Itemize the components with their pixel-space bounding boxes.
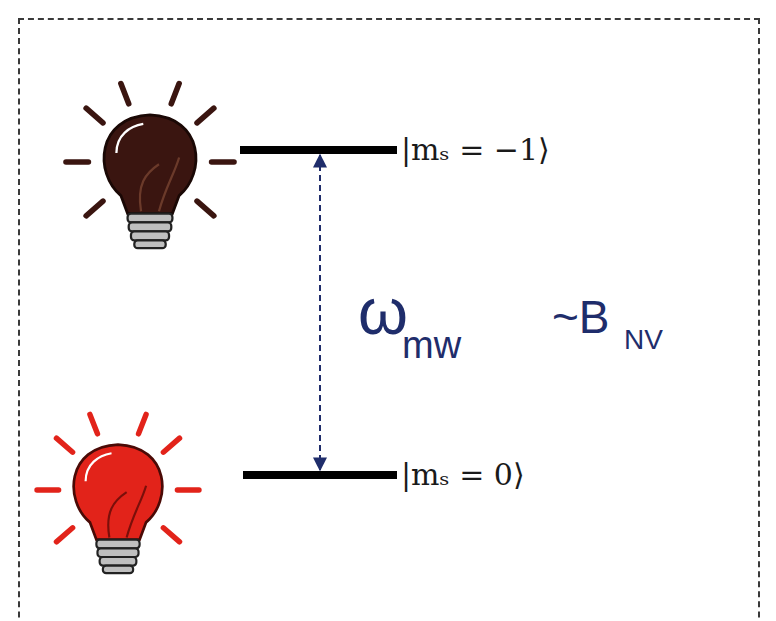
energy-level: |mₛ = 0⟩ — [243, 471, 397, 479]
transition-label: mw — [402, 326, 461, 364]
transition-arrow — [319, 155, 321, 470]
transition-label: NV — [624, 326, 663, 354]
dark-bulb — [66, 84, 234, 249]
state-label: |mₛ = 0⟩ — [401, 460, 525, 490]
red-bulb — [37, 414, 199, 573]
energy-level: |mₛ = −1⟩ — [240, 146, 397, 154]
transition-label: ~B — [552, 294, 610, 340]
transition-label: ω — [358, 280, 408, 344]
state-label: |mₛ = −1⟩ — [401, 135, 550, 165]
